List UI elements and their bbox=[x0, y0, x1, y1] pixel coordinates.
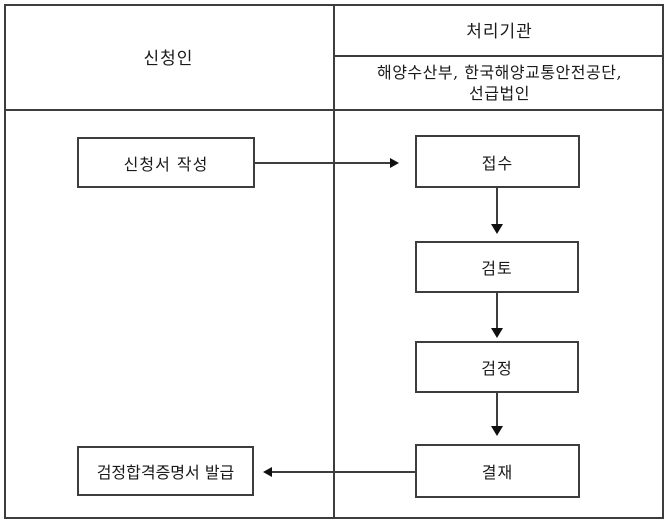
column-divider-line bbox=[333, 4, 335, 519]
arrowhead-down-icon bbox=[491, 224, 503, 234]
applicant-column-title: 신청인 bbox=[143, 49, 194, 69]
node-review-label: 검토 bbox=[481, 259, 513, 278]
arrow-line bbox=[255, 162, 390, 164]
agency-subheader-line1: 해양수산부, 한국해양교통안전공단, bbox=[376, 63, 623, 82]
node-approval-label: 결재 bbox=[481, 463, 514, 482]
arrow-line bbox=[496, 393, 498, 426]
node-review: 검토 bbox=[415, 241, 579, 293]
header-divider-line bbox=[4, 109, 664, 111]
agency-subheader-line bbox=[335, 55, 664, 57]
arrow-line bbox=[272, 471, 415, 473]
node-verification-label: 검정 bbox=[481, 359, 513, 378]
agency-column-header: 처리기관 bbox=[335, 4, 664, 55]
agency-column-title: 처리기관 bbox=[466, 22, 533, 42]
arrow-line bbox=[496, 293, 498, 328]
arrowhead-left-icon bbox=[263, 467, 272, 477]
arrowhead-right-icon bbox=[390, 158, 399, 168]
applicant-column-header: 신청인 bbox=[4, 4, 333, 109]
node-receipt-label: 접수 bbox=[481, 153, 514, 173]
arrow-line bbox=[496, 188, 498, 225]
node-verification: 검정 bbox=[415, 341, 579, 393]
node-receipt: 접수 bbox=[415, 135, 580, 188]
arrowhead-down-icon bbox=[491, 426, 503, 436]
node-issue-certificate-label: 검정합격증명서 발급 bbox=[96, 463, 235, 482]
agency-subheader-line2: 선급법인 bbox=[469, 84, 530, 103]
node-approval: 결재 bbox=[415, 444, 580, 498]
agency-subheader: 해양수산부, 한국해양교통안전공단, 선급법인 bbox=[335, 57, 664, 109]
arrowhead-down-icon bbox=[491, 328, 503, 338]
node-issue-certificate: 검정합격증명서 발급 bbox=[77, 446, 254, 496]
node-write-application-label: 신청서 작성 bbox=[123, 154, 209, 174]
node-write-application: 신청서 작성 bbox=[77, 137, 255, 188]
